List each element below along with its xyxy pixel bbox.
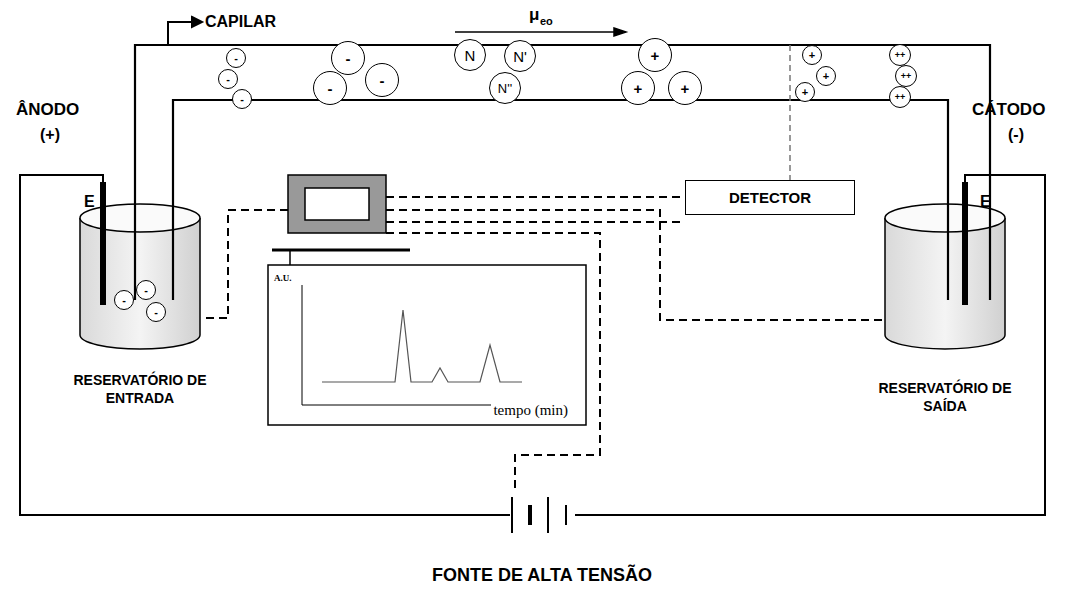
part-label: CAPILAR: [205, 13, 276, 31]
ion-circle: -: [226, 48, 246, 68]
node-text: +: [823, 71, 829, 82]
ion-circle: -: [218, 69, 238, 89]
electrode: [962, 182, 968, 305]
node-text: -: [240, 94, 244, 105]
ion-circle: -: [136, 280, 156, 300]
node-text: -: [144, 285, 148, 296]
chart-box: A.U. tempo (min): [268, 265, 586, 425]
detector-box: DETECTOR: [685, 180, 855, 215]
ion-circle: ++: [895, 65, 917, 87]
ion-circle: ++: [889, 86, 911, 108]
ion-circle: N': [504, 40, 536, 72]
node-text: -: [234, 53, 238, 64]
node-text: -: [122, 295, 126, 306]
axis-title: tempo (min): [491, 402, 570, 419]
polarity-label: (+): [40, 126, 60, 144]
ion-circle: +: [795, 82, 815, 102]
reservoir-label: RESERVATÓRIO DE SAÍDA: [875, 380, 1015, 415]
reservoir-label: RESERVATÓRIO DE ENTRADA: [65, 372, 215, 407]
electropherogram: [268, 265, 586, 425]
ion-circle: -: [114, 290, 134, 310]
detection-line: [789, 45, 791, 180]
node-text: -: [346, 51, 351, 66]
source-label: FONTE DE ALTA TENSÃO: [432, 565, 652, 586]
capillary: [135, 45, 990, 300]
electrode-label: CÁTODO: [972, 100, 1045, 120]
electrode: [100, 182, 106, 305]
node-text: N': [513, 49, 527, 64]
node-text: N: [465, 48, 476, 63]
ion-circle: +: [668, 71, 702, 105]
node-text: -: [380, 73, 385, 88]
electrode-label: ÂNODO: [16, 100, 79, 120]
data-cable: [204, 197, 882, 492]
polarity-label: (-): [1008, 126, 1024, 144]
axis-label: A.U.: [274, 273, 292, 283]
battery-symbol: [512, 497, 566, 533]
ion-circle: +: [816, 66, 836, 86]
node-text: ++: [895, 93, 906, 102]
ion-circle: -: [331, 41, 365, 75]
ion-circle: +: [638, 38, 672, 72]
node-text: -: [328, 81, 333, 96]
flow-arrow: [455, 28, 626, 36]
electrode-mark: E: [980, 193, 991, 211]
symbol-subscript: eo: [540, 15, 553, 27]
ion-circle: +: [802, 45, 822, 65]
ion-circle: ++: [889, 44, 911, 66]
symbol-label: μ: [529, 5, 539, 25]
ion-circle: +: [621, 71, 655, 105]
ion-circle: -: [365, 63, 399, 97]
electrode-mark: E: [84, 193, 95, 211]
node-text: -: [226, 74, 230, 85]
node-text: ++: [895, 51, 906, 60]
node-text: +: [651, 48, 660, 63]
ion-circle: -: [146, 302, 166, 322]
pointer-arrow: [168, 17, 202, 45]
ion-circle: N'': [489, 72, 521, 104]
node-text: +: [802, 87, 808, 98]
node-text: ++: [901, 72, 912, 81]
ion-circle: -: [313, 71, 347, 105]
node-text: +: [634, 81, 643, 96]
ion-circle: -: [232, 89, 252, 109]
node-text: N'': [498, 82, 512, 95]
node-text: +: [681, 81, 690, 96]
ion-circle: N: [454, 39, 486, 71]
node-text: -: [154, 307, 158, 318]
node-text: +: [809, 50, 815, 61]
node-text: DETECTOR: [729, 189, 811, 206]
